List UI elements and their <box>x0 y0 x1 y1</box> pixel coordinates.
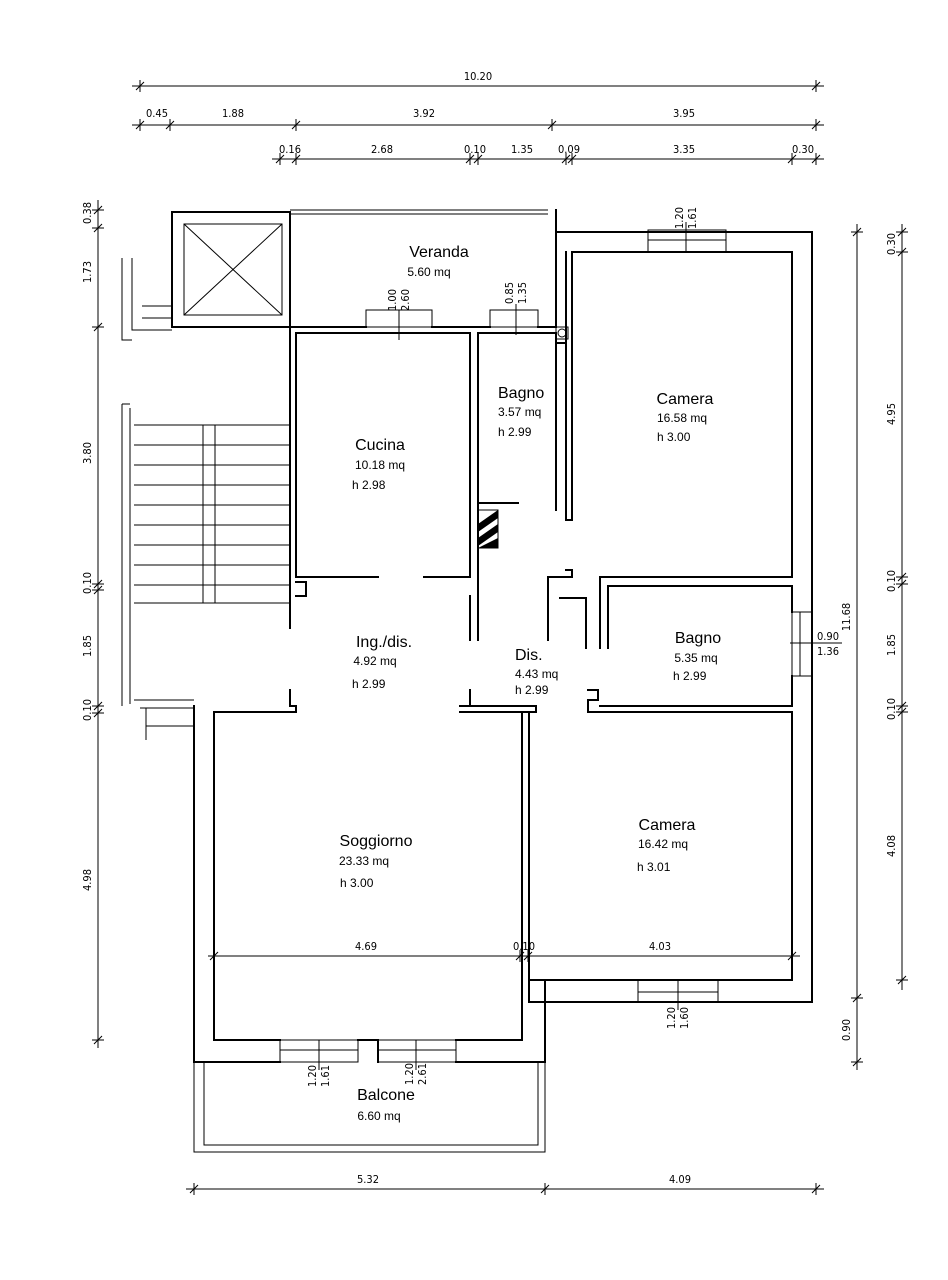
room-name: Bagno <box>498 385 544 402</box>
room-name: Ing./dis. <box>356 634 412 651</box>
room-name: Camera <box>657 391 714 408</box>
room-area: 5.35 mq <box>674 651 717 665</box>
room-height: h 3.01 <box>637 860 671 874</box>
dim-int-4.69: 4.69 <box>355 940 377 953</box>
bagno1-window-width: 0.85 <box>503 282 516 304</box>
camera2-window-width: 1.20 <box>665 1007 678 1029</box>
dim-top-3.92: 3.92 <box>413 107 435 120</box>
dim-right-total: 11.68 <box>840 603 853 631</box>
room-area: 16.42 mq <box>638 837 688 851</box>
dim-right-4.95: 4.95 <box>885 403 898 425</box>
bagno1-window-height: 1.35 <box>516 282 529 304</box>
room-name: Balcone <box>357 1087 415 1104</box>
room-height: h 2.99 <box>498 425 532 439</box>
dim-left-4.98: 4.98 <box>81 869 94 891</box>
bagno2-window-width: 0.90 <box>817 630 839 643</box>
room-bagno-1: Bagno 3.57 mq h 2.99 <box>498 385 544 439</box>
dim-left-3.80: 3.80 <box>81 442 94 464</box>
dim-left-0.38: 0.38 <box>81 202 94 224</box>
dim-top-3.95: 3.95 <box>673 107 695 120</box>
dim-1.35: 1.35 <box>511 143 533 156</box>
balcone-door-width: 1.20 <box>403 1063 416 1085</box>
room-camera-1: Camera 16.58 mq h 3.00 <box>657 391 714 444</box>
room-name: Soggiorno <box>340 833 413 850</box>
dim-bottom-4.09: 4.09 <box>669 1173 691 1186</box>
room-area: 4.43 mq <box>515 667 558 681</box>
room-area: 6.60 mq <box>357 1109 400 1123</box>
room-camera-2: Camera 16.42 mq h 3.01 <box>637 817 696 874</box>
camera2-window-height: 1.60 <box>678 1007 691 1029</box>
camera1-window-width: 1.20 <box>673 207 686 229</box>
room-area: 16.58 mq <box>657 411 707 425</box>
room-name: Cucina <box>355 437 405 454</box>
dimension-lines: 10.20 0.45 1.88 3.92 3.95 0.16 2.68 0.1 <box>81 70 908 1195</box>
room-area: 23.33 mq <box>339 854 389 868</box>
room-height: h 2.99 <box>673 669 707 683</box>
room-area: 10.18 mq <box>355 458 405 472</box>
dim-left-0.10b: 0.10 <box>81 699 94 721</box>
room-height: h 2.99 <box>515 683 549 697</box>
opening-labels: 1.00 2.60 0.85 1.35 1.20 1.61 0.90 1.36 … <box>306 207 842 1087</box>
dim-int-0.10: 0.10 <box>513 940 535 953</box>
room-area: 3.57 mq <box>498 405 541 419</box>
dim-0.30: 0.30 <box>792 143 814 156</box>
dim-right-1.85: 1.85 <box>885 634 898 656</box>
room-soggiorno: Soggiorno 23.33 mq h 3.00 <box>339 833 413 890</box>
staircase <box>134 424 290 701</box>
dim-right-0.10b: 0.10 <box>885 698 898 720</box>
bagno2-window-height: 1.36 <box>817 645 839 658</box>
soggiorno-window-height: 1.61 <box>319 1065 332 1087</box>
dim-left-0.10a: 0.10 <box>81 572 94 594</box>
dim-bottom-5.32: 5.32 <box>357 1173 379 1186</box>
dim-0.16: 0.16 <box>279 143 301 156</box>
dim-int-4.03: 4.03 <box>649 940 671 953</box>
room-ingresso: Ing./dis. 4.92 mq h 2.99 <box>352 634 412 691</box>
dim-left-1.85: 1.85 <box>81 635 94 657</box>
dim-3.35: 3.35 <box>673 143 695 156</box>
room-veranda: Veranda 5.60 mq <box>407 244 469 279</box>
room-name: Camera <box>639 817 696 834</box>
soggiorno-window-width: 1.20 <box>306 1065 319 1087</box>
room-cucina: Cucina 10.18 mq h 2.98 <box>352 437 405 492</box>
room-height: h 2.99 <box>352 677 386 691</box>
dim-top-0.45: 0.45 <box>146 107 168 120</box>
vent-shaft-icon <box>477 509 499 549</box>
dim-left-1.73: 1.73 <box>81 261 94 283</box>
room-height: h 3.00 <box>340 876 374 890</box>
room-balcone: Balcone 6.60 mq <box>357 1087 415 1123</box>
dim-0.10: 0.10 <box>464 143 486 156</box>
room-name: Bagno <box>675 630 721 647</box>
room-bagno-2: Bagno 5.35 mq h 2.99 <box>673 630 721 683</box>
room-name: Veranda <box>409 244 469 261</box>
room-height: h 3.00 <box>657 430 691 444</box>
cucina-window-width: 1.00 <box>386 289 399 311</box>
camera1-window-height: 1.61 <box>686 207 699 229</box>
dim-0.09: 0.09 <box>558 143 580 156</box>
dim-right-0.10a: 0.10 <box>885 570 898 592</box>
dim-top-total: 10.20 <box>464 70 492 83</box>
walls <box>121 209 813 1153</box>
room-dis: Dis. 4.43 mq h 2.99 <box>515 647 558 697</box>
room-height: h 2.98 <box>352 478 386 492</box>
cucina-window-height: 2.60 <box>399 289 412 311</box>
dim-2.68: 2.68 <box>371 143 393 156</box>
room-area: 4.92 mq <box>353 654 396 668</box>
dim-right-0.90: 0.90 <box>840 1019 853 1041</box>
dim-right-4.08: 4.08 <box>885 835 898 857</box>
dim-top-1.88: 1.88 <box>222 107 244 120</box>
dim-right-0.30: 0.30 <box>885 233 898 255</box>
balcone-door-height: 2.61 <box>416 1063 429 1085</box>
room-name: Dis. <box>515 647 543 664</box>
room-area: 5.60 mq <box>407 265 450 279</box>
